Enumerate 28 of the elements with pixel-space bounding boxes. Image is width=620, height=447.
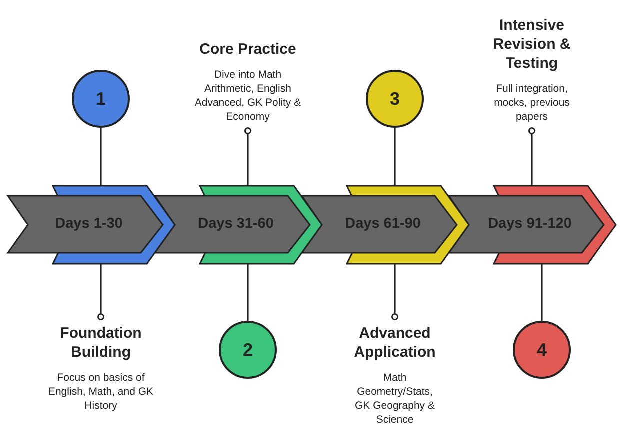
phase-description: Dive into Math Arithmetic, English Advanced, GK Polity & Economy <box>194 68 302 124</box>
period-label: Days 91-120 <box>487 215 573 234</box>
chevron-segment <box>302 186 469 264</box>
chevron-segment <box>155 186 322 264</box>
phase-description: Math Geometry/Stats, GK Geography & Science <box>354 371 436 427</box>
connector-line <box>528 128 536 186</box>
step-number-circle: 1 <box>72 70 130 128</box>
period-label: Days 1-30 <box>54 215 124 234</box>
connector-line <box>394 128 396 186</box>
connector-line <box>247 264 249 321</box>
step-number-circle: 2 <box>219 321 277 379</box>
connector-line <box>541 264 543 321</box>
step-number-circle: 4 <box>513 321 571 379</box>
phase-title: Advanced Application <box>353 324 437 362</box>
step-number-circle: 3 <box>366 70 424 128</box>
phase-description: Full integration, mocks, previous papers <box>493 82 571 124</box>
phase-title: Foundation Building <box>59 324 143 362</box>
connector-line <box>392 264 398 320</box>
phase-description: Focus on basics of English, Math, and GK History <box>47 371 155 413</box>
period-label: Days 31-60 <box>197 215 275 234</box>
connector-line <box>98 264 104 320</box>
phase-title: Intensive Revision & Testing <box>492 16 572 73</box>
chevron-segment <box>8 186 175 264</box>
connector-line <box>244 128 252 186</box>
period-label: Days 61-90 <box>344 215 422 234</box>
phase-title: Core Practice <box>198 40 298 59</box>
connector-line <box>100 128 102 186</box>
chevron-segment <box>449 186 616 264</box>
